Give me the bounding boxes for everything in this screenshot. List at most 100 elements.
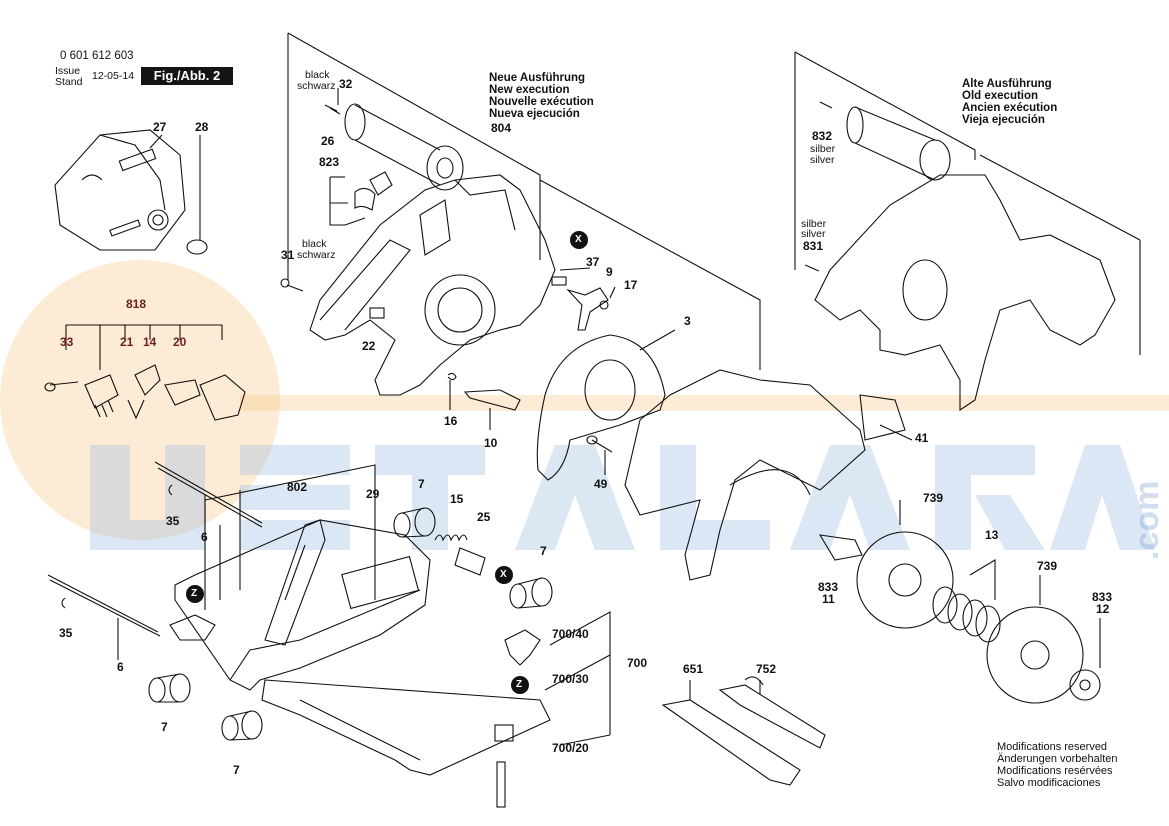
- label-3: 3: [684, 314, 691, 328]
- label-35-a: 35: [166, 514, 180, 528]
- label-739-a: 739: [923, 491, 944, 505]
- part-housing-804: [309, 174, 556, 396]
- part-roller-7-d: [221, 710, 263, 741]
- label-10: 10: [484, 436, 498, 450]
- old-version-line-1: Alte Ausführung: [962, 78, 1052, 90]
- part-bracket-9: [566, 287, 609, 331]
- part-blade-739-b: [986, 606, 1084, 704]
- label-21: 21: [120, 335, 134, 349]
- label-29: 29: [366, 487, 380, 501]
- part-tool-651: [661, 699, 801, 786]
- part-knob-700-40: [504, 629, 541, 666]
- section-outline-old: [794, 51, 976, 160]
- label-49: 49: [594, 477, 608, 491]
- part-clamp-823: [369, 171, 393, 196]
- issue-date: 12-05-14: [92, 70, 135, 82]
- marker-z-upper-label: Z: [191, 588, 198, 599]
- part-screw-33: [49, 381, 79, 386]
- label-752: 752: [756, 662, 777, 676]
- label-802: 802: [287, 480, 308, 494]
- figure-label: Fig./Abb. 2: [141, 67, 233, 85]
- part-arm-802: [264, 519, 326, 646]
- label-833-a: 833: [818, 580, 839, 594]
- note-silver-831-de: silber: [801, 218, 827, 230]
- label-700-30: 700/30: [552, 672, 589, 686]
- part-rod-6-lower: [47, 574, 159, 633]
- part-plate-41: [859, 394, 906, 441]
- new-version-line-2: New execution: [489, 84, 570, 96]
- part-spring-15: [434, 534, 468, 542]
- part-roller-7-b: [509, 577, 553, 609]
- footer-note-3: Modifications resérvées: [997, 765, 1113, 777]
- section-outline-new: [287, 32, 541, 260]
- part-flange-833-12: [1069, 669, 1101, 701]
- note-black-31-de: schwarz: [297, 249, 336, 261]
- label-700-40: 700/40: [552, 627, 589, 641]
- marker-z-lower: [511, 676, 529, 694]
- part-screw-832: [819, 101, 833, 109]
- label-9: 9: [606, 265, 613, 279]
- label-804: 804: [491, 121, 512, 135]
- line-art: [44, 32, 1141, 808]
- marker-z-upper: [186, 585, 204, 603]
- label-33: 33: [60, 335, 74, 349]
- label-7-a: 7: [418, 477, 425, 491]
- part-switch-20: [199, 374, 246, 421]
- part-roller-7-a: [393, 507, 436, 538]
- label-6-b: 6: [117, 660, 124, 674]
- label-739-b: 739: [1037, 559, 1058, 573]
- new-version-line-3: Nouvelle exécution: [489, 96, 594, 108]
- part-guard-3: [536, 334, 666, 481]
- old-version-line-4: Vieja ejecución: [962, 114, 1045, 126]
- part-pin-700-20: [496, 761, 506, 808]
- label-25: 25: [477, 510, 491, 524]
- part-clip-35-upper: [168, 484, 173, 496]
- label-832: 832: [812, 129, 833, 143]
- label-26: 26: [321, 134, 335, 148]
- note-black-31-en: black: [302, 238, 327, 250]
- part-number: 0 601 612 603: [60, 50, 134, 62]
- note-black-32-en: black: [305, 69, 330, 81]
- label-28: 28: [195, 120, 209, 134]
- part-clip-35-lower: [61, 597, 66, 609]
- label-35-b: 35: [59, 626, 73, 640]
- part-spring-16: [447, 372, 457, 381]
- note-black-32-de: schwarz: [297, 80, 336, 92]
- watermark-suffix: .com: [1128, 480, 1166, 560]
- marker-group: [186, 231, 588, 694]
- label-22: 22: [362, 339, 376, 353]
- label-14: 14: [143, 335, 157, 349]
- note-silver-832-de: silber: [810, 143, 836, 155]
- label-700-20: 700/20: [552, 741, 589, 755]
- label-700: 700: [627, 656, 648, 670]
- part-flange-833-11: [818, 534, 863, 561]
- footer-note-1: Modifications reserved: [997, 741, 1108, 753]
- footer-note-2: Änderungen vorbehalten: [997, 753, 1118, 765]
- old-version-line-3: Ancien exécution: [962, 102, 1058, 114]
- label-7-d: 7: [233, 763, 240, 777]
- label-823: 823: [319, 155, 340, 169]
- label-7-b: 7: [540, 544, 547, 558]
- label-11: 11: [822, 592, 835, 606]
- label-12: 12: [1096, 602, 1110, 616]
- marker-x-upper-label: X: [575, 234, 582, 245]
- part-screw-28: [186, 239, 208, 255]
- part-pin-25: [454, 547, 486, 576]
- label-833-b: 833: [1092, 590, 1113, 604]
- label-13: 13: [985, 528, 999, 542]
- part-housing-old: [814, 174, 1116, 412]
- label-27: 27: [153, 120, 167, 134]
- label-831: 831: [803, 239, 824, 253]
- label-6-a: 6: [201, 530, 208, 544]
- label-818: 818: [126, 297, 147, 311]
- label-41: 41: [915, 431, 929, 445]
- part-blade-739-a: [856, 531, 954, 629]
- label-37: 37: [586, 255, 600, 269]
- part-cover-27: [54, 129, 186, 251]
- part-spring-14: [134, 364, 161, 396]
- issue-label: Issue: [55, 65, 81, 77]
- marker-x-lower: [495, 566, 513, 584]
- part-clip-20: [164, 379, 201, 406]
- part-screw-32: [324, 104, 341, 115]
